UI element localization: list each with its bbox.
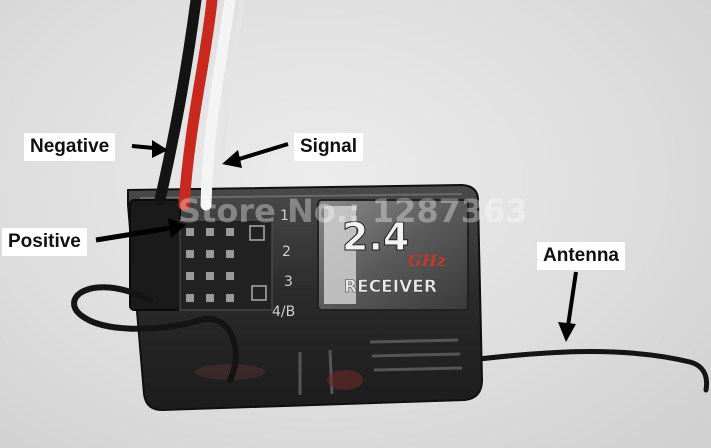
antenna-wire	[467, 349, 710, 393]
channel-mark-1: 1	[280, 208, 289, 224]
arrow-signal	[222, 142, 289, 168]
case-ribs	[298, 338, 463, 395]
black-wire	[154, 0, 202, 206]
black-wire-loop	[71, 284, 239, 383]
arrow-positive	[95, 218, 186, 243]
label-antenna: Antenna	[537, 242, 625, 270]
sticker-receiver: RECEIVER	[344, 277, 437, 297]
label-positive: Positive	[2, 228, 87, 256]
watermark: Store No.: 1287363	[178, 192, 528, 230]
arrow-antenna	[558, 271, 578, 342]
white-wire	[200, 0, 236, 211]
label-signal: Signal	[294, 133, 364, 161]
channel-mark-4: 4/B	[272, 304, 295, 320]
arrow-negative	[131, 140, 168, 158]
red-wire	[178, 0, 218, 211]
sticker-unit: GHz	[408, 251, 447, 270]
header-pins	[179, 219, 273, 311]
channel-mark-2: 2	[282, 244, 291, 260]
channel-mark-3: 3	[284, 274, 293, 290]
label-negative: Negative	[24, 133, 116, 161]
sticker-frequency: 2.4	[342, 215, 409, 259]
